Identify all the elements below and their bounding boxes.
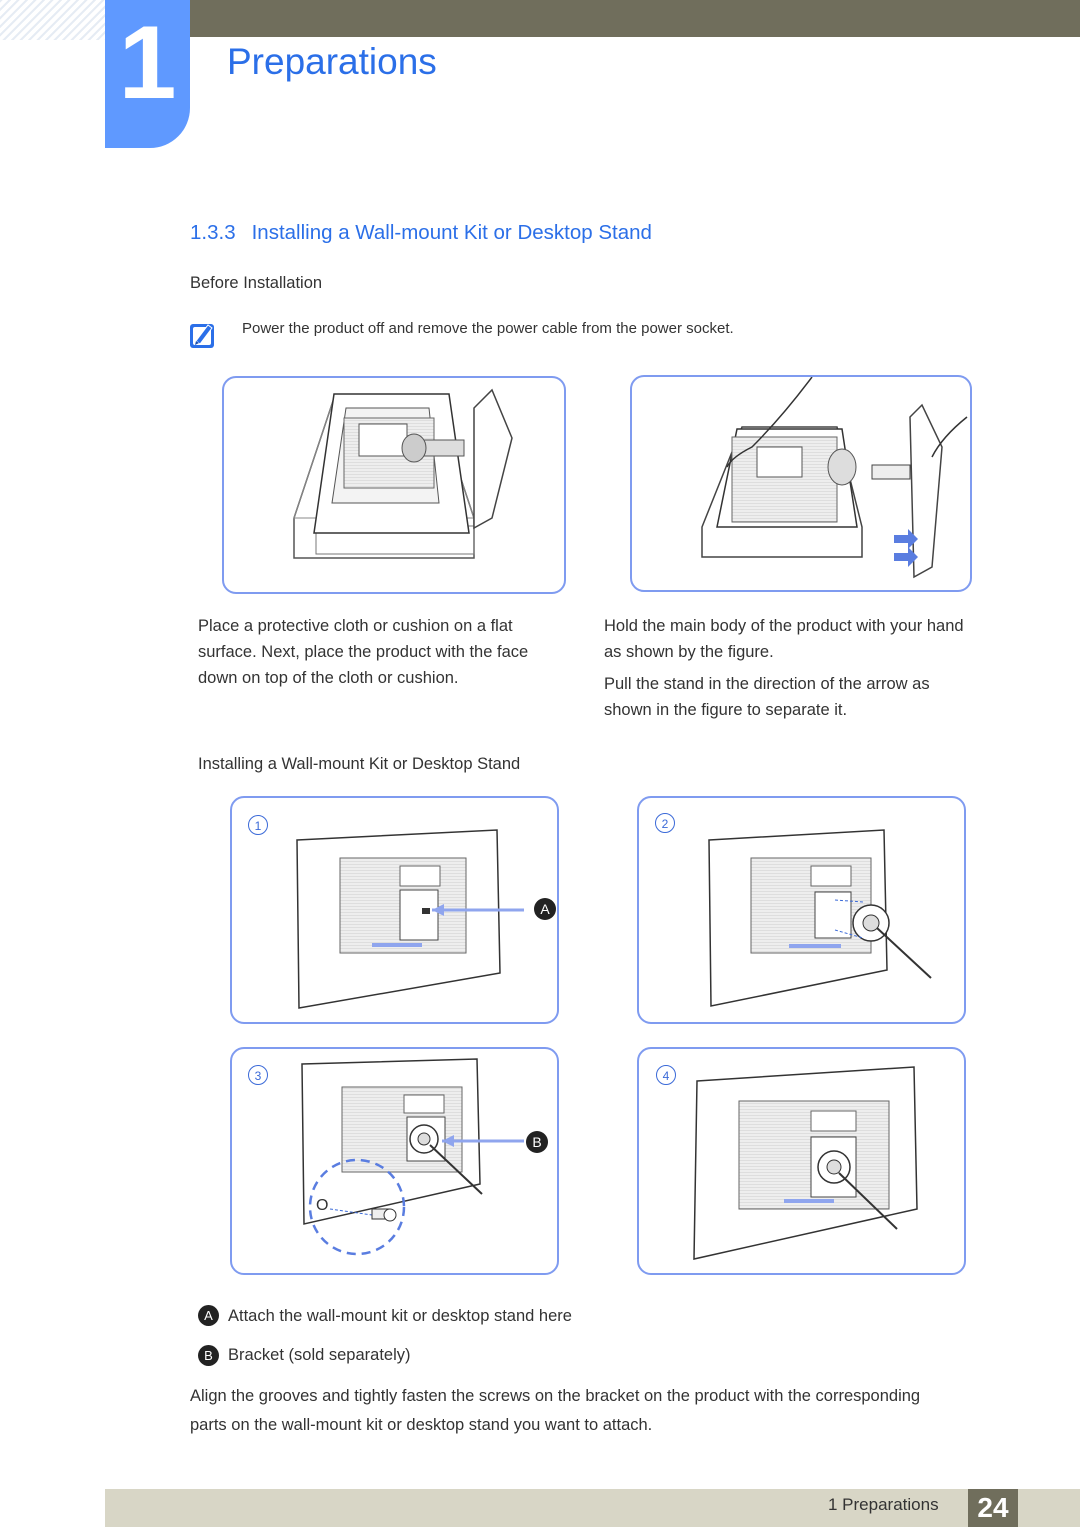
- caption-right: Hold the main body of the product with y…: [604, 613, 964, 723]
- section-heading: 1.3.3 Installing a Wall-mount Kit or Desk…: [190, 220, 652, 246]
- step-2-panel: 2: [637, 796, 966, 1024]
- step-4-panel: 4: [637, 1047, 966, 1275]
- caption-right-line: shown in the figure to separate it.: [604, 701, 848, 719]
- page-number: 24: [968, 1489, 1018, 1527]
- chapter-title: Preparations: [227, 41, 437, 82]
- legend-a-badge: A: [198, 1305, 219, 1326]
- screw-label: O: [316, 1197, 329, 1214]
- footer-chapter-label: 1 Preparations: [828, 1495, 939, 1514]
- legend-a-text: Attach the wall-mount kit or desktop sta…: [228, 1307, 572, 1325]
- caption-left: Place a protective cloth or cushion on a…: [198, 613, 528, 691]
- instruction-paragraph: Align the grooves and tightly fasten the…: [190, 1382, 920, 1440]
- step-badge: 4: [656, 1065, 676, 1085]
- callout-a: A: [534, 898, 556, 920]
- note-icon: [190, 320, 216, 348]
- step-badge: 1: [248, 815, 268, 835]
- caption-left-line: down on top of the cloth or cushion.: [198, 669, 459, 687]
- note-text: Power the product off and remove the pow…: [242, 320, 734, 337]
- step-badge: 3: [248, 1065, 268, 1085]
- figure-place-face-down: [222, 376, 566, 594]
- section-title: Installing a Wall-mount Kit or Desktop S…: [251, 221, 652, 244]
- instruction-line: parts on the wall-mount kit or desktop s…: [190, 1416, 653, 1434]
- caption-left-line: Place a protective cloth or cushion on a…: [198, 617, 513, 635]
- footer-bar: [105, 1489, 1080, 1527]
- header-hatch: [0, 0, 105, 40]
- figure-remove-stand: [630, 375, 972, 592]
- header-bar: [190, 0, 1080, 37]
- caption-left-line: surface. Next, place the product with th…: [198, 643, 529, 661]
- chapter-number-box: [105, 0, 190, 148]
- callout-b: B: [526, 1131, 548, 1153]
- caption-right-line: Pull the stand in the direction of the a…: [604, 675, 930, 693]
- before-installation-heading: Before Installation: [190, 274, 323, 292]
- instruction-line: Align the grooves and tightly fasten the…: [190, 1387, 921, 1405]
- section-number: 1.3.3: [190, 221, 236, 244]
- step-badge: 2: [655, 813, 675, 833]
- installing-heading: Installing a Wall-mount Kit or Desktop S…: [198, 755, 521, 773]
- caption-right-line: as shown by the figure.: [604, 643, 774, 661]
- legend-b-text: Bracket (sold separately): [228, 1346, 411, 1364]
- legend-b-badge: B: [198, 1345, 219, 1366]
- chapter-number: 1: [118, 5, 177, 121]
- step-3-panel: 3 B O: [230, 1047, 559, 1275]
- caption-right-line: Hold the main body of the product with y…: [604, 617, 964, 635]
- step-1-panel: 1 A: [230, 796, 559, 1024]
